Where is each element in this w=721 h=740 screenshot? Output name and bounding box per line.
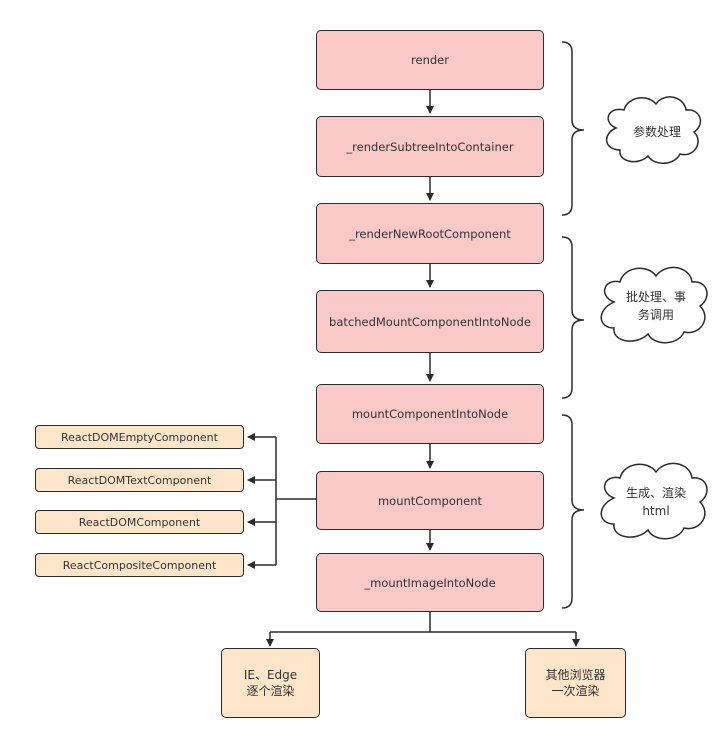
component-react-dom-empty: ReactDOMEmptyComponent [35,425,244,449]
component-react-composite: ReactCompositeComponent [35,553,244,577]
brace-batching [561,236,585,399]
outcome-ie-edge: IE、Edge 逐个渲染 [221,648,320,718]
outcome-other-browsers: 其他浏览器 一次渲染 [525,648,626,718]
cloud-params [606,96,702,164]
step-render-subtree-into-container: _renderSubtreeIntoContainer [316,116,544,177]
step-mount-component: mountComponent [316,471,544,530]
step-mount-image-into-node: _mountImageIntoNode [316,553,544,612]
cloud-batching [600,266,708,344]
phase-label-params: 参数处理 [632,125,681,139]
component-react-dom: ReactDOMComponent [35,510,244,534]
phase-label-batching: 批处理、事 务调用 [625,290,686,322]
step-batched-mount-component-into-node: batchedMountComponentIntoNode [316,290,544,353]
step-mount-component-into-node: mountComponentIntoNode [316,384,544,444]
phase-label-rendering: 生成、渲染 html [625,486,686,518]
step-render-new-root-component: _renderNewRootComponent [316,203,544,264]
step-render: render [316,30,544,90]
cloud-rendering [600,462,708,540]
brace-params [561,41,585,216]
component-react-dom-text: ReactDOMTextComponent [35,468,244,492]
brace-rendering [561,414,585,609]
